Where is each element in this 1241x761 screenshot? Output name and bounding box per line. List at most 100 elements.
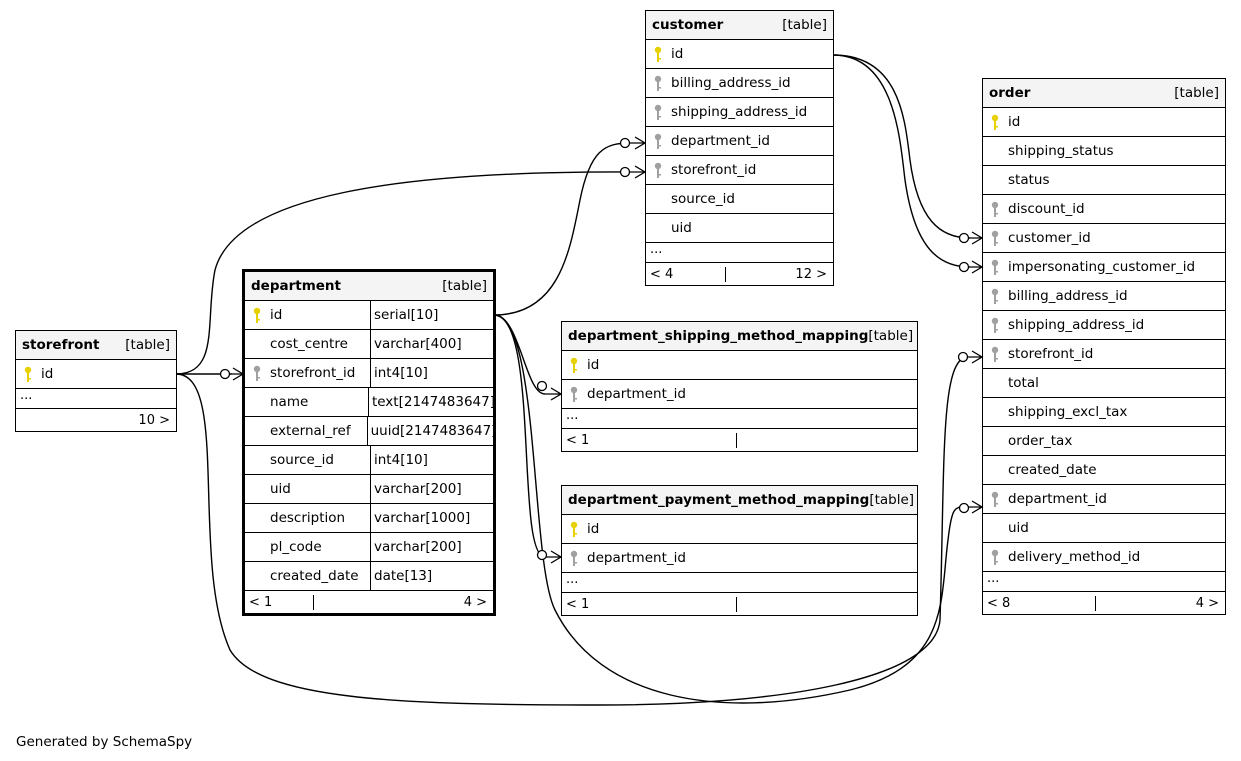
primary-key-icon [570, 521, 578, 537]
column-row-source-id[interactable]: source_id [646, 185, 833, 214]
table-header[interactable]: department_payment_method_mapping[table] [562, 486, 917, 515]
column-name: description [270, 510, 346, 526]
column-row-department-id[interactable]: department_id [562, 544, 917, 573]
column-row-id[interactable]: id [983, 108, 1225, 137]
column-name: storefront_id [671, 162, 757, 178]
table-header[interactable]: department_shipping_method_mapping[table… [562, 322, 917, 351]
primary-key-icon [24, 366, 32, 382]
column-row-department-id[interactable]: department_id [983, 485, 1225, 514]
column-row-shipping-status[interactable]: shipping_status [983, 137, 1225, 166]
column-row-storefront-id[interactable]: storefront_id [983, 340, 1225, 369]
column-name: total [1008, 375, 1039, 391]
foreign-key-icon [991, 346, 999, 362]
column-name: storefront_id [1008, 346, 1094, 362]
column-row-shipping-excl-tax[interactable]: shipping_excl_tax [983, 398, 1225, 427]
column-name: created_date [270, 568, 359, 584]
column-row-department-id[interactable]: department_id [646, 127, 833, 156]
column-row-uid[interactable]: uid [646, 214, 833, 243]
column-name: id [41, 366, 54, 382]
column-name: source_id [671, 191, 735, 207]
edge-department-customer [493, 142, 631, 316]
table-footer: < 1 [562, 429, 917, 451]
table-storefront[interactable]: storefront[table]id...10 > [15, 330, 177, 432]
primary-key-icon [991, 114, 999, 130]
column-row-id[interactable]: id [646, 40, 833, 69]
column-type: int4[10] [374, 452, 428, 468]
foreign-key-icon [991, 230, 999, 246]
table-department-payment-method-mapping[interactable]: department_payment_method_mapping[table]… [561, 485, 918, 616]
table-department-shipping-method-mapping[interactable]: department_shipping_method_mapping[table… [561, 321, 918, 452]
primary-key-icon [253, 307, 261, 323]
table-header[interactable]: department [table] [245, 272, 493, 301]
column-row-delivery-method-id[interactable]: delivery_method_id [983, 543, 1225, 572]
column-row-shipping-address-id[interactable]: shipping_address_id [983, 311, 1225, 340]
foreign-key-icon [991, 288, 999, 304]
column-name: id [1008, 114, 1021, 130]
foreign-key-icon [991, 549, 999, 565]
children-count: 4 > [1195, 595, 1219, 611]
primary-key-icon [654, 46, 662, 62]
foreign-key-icon [654, 75, 662, 91]
table-name: storefront [22, 337, 100, 353]
table-header[interactable]: storefront [table] [16, 331, 176, 360]
column-row-id[interactable]: id [562, 351, 917, 380]
column-row-order-tax[interactable]: order_tax [983, 427, 1225, 456]
foreign-key-icon [654, 104, 662, 120]
column-name: shipping_excl_tax [1008, 404, 1128, 420]
column-name: impersonating_customer_id [1008, 259, 1196, 275]
column-row-id[interactable]: id [562, 515, 917, 544]
column-name: name [270, 394, 309, 410]
table-header[interactable]: order[table] [983, 79, 1225, 108]
column-row-shipping-address-id[interactable]: shipping_address_id [646, 98, 833, 127]
column-name: uid [671, 220, 692, 236]
foreign-key-icon [991, 259, 999, 275]
column-row-department-id[interactable]: department_id [562, 380, 917, 409]
table-type-label: [table] [125, 337, 170, 353]
foreign-key-icon [654, 162, 662, 178]
column-row-description[interactable]: description varchar[1000] [245, 504, 493, 533]
column-name: shipping_address_id [671, 104, 808, 120]
column-row-total[interactable]: total [983, 369, 1225, 398]
foreign-key-icon [991, 317, 999, 333]
column-name: department_id [1008, 491, 1107, 507]
column-type: int4[10] [374, 365, 428, 381]
column-row-storefront-id[interactable]: storefront_id [646, 156, 833, 185]
column-row-created-date[interactable]: created_date [983, 456, 1225, 485]
children-count: 4 > [463, 594, 487, 610]
table-name: customer [652, 17, 724, 33]
table-header[interactable]: customer[table] [646, 11, 833, 40]
column-row-billing-address-id[interactable]: billing_address_id [646, 69, 833, 98]
more-columns-ellipsis: ... [983, 572, 1225, 592]
table-type-label: [table] [1174, 85, 1219, 101]
column-name: shipping_status [1008, 143, 1114, 159]
column-name: uid [270, 481, 291, 497]
edge-customer-order-customer [832, 54, 971, 239]
column-row-id[interactable]: id [16, 360, 176, 389]
more-columns-ellipsis: ... [562, 573, 917, 593]
table-name: department [251, 278, 341, 294]
column-row-discount-id[interactable]: discount_id [983, 195, 1225, 224]
column-row-customer-id[interactable]: customer_id [983, 224, 1225, 253]
column-row-uid[interactable]: uid [983, 514, 1225, 543]
column-row-billing-address-id[interactable]: billing_address_id [983, 282, 1225, 311]
foreign-key-icon [253, 365, 261, 381]
column-row-impersonating-customer-id[interactable]: impersonating_customer_id [983, 253, 1225, 282]
column-name: created_date [1008, 462, 1097, 478]
column-row-status[interactable]: status [983, 166, 1225, 195]
table-type-label: [table] [442, 278, 487, 294]
column-type: varchar[1000] [374, 510, 471, 526]
